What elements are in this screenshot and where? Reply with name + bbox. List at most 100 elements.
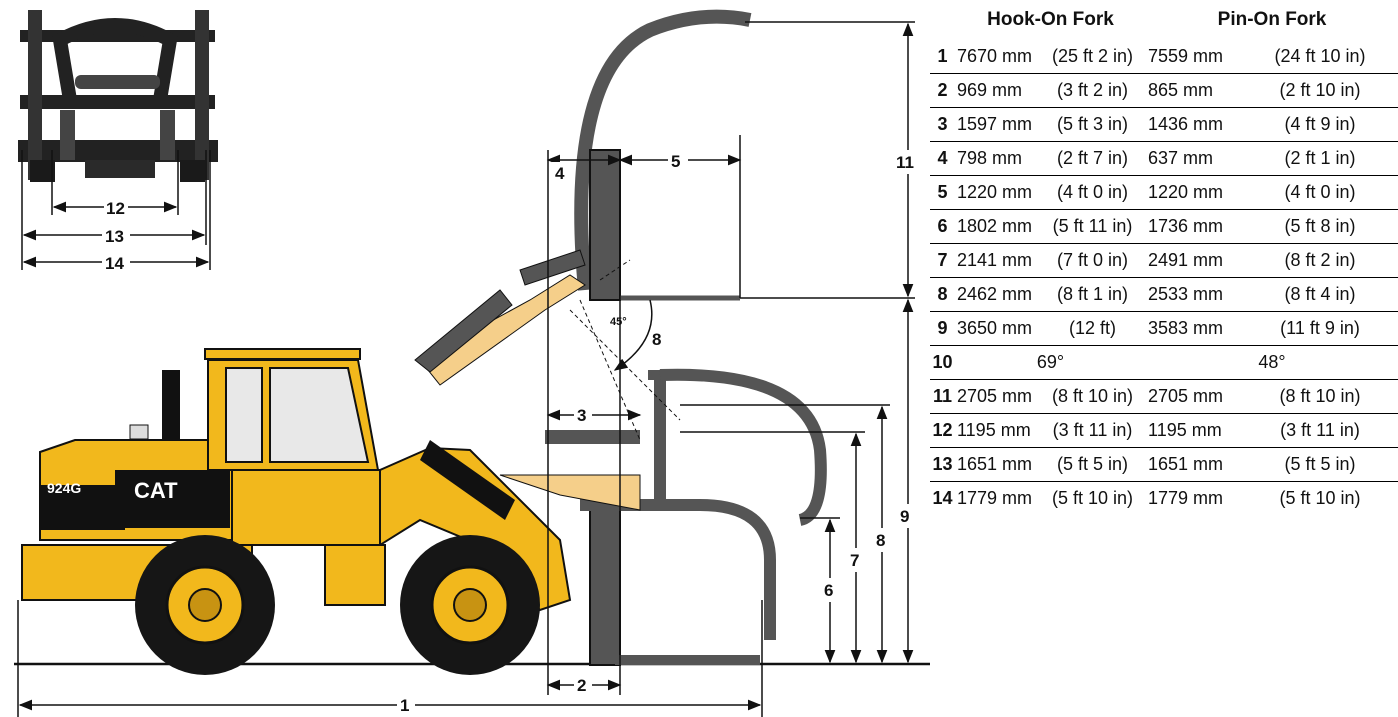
table-row: 7 2141 mm (7 ft 0 in) 2491 mm (8 ft 2 in… bbox=[930, 243, 1398, 278]
table-header-row: Hook-On Fork Pin-On Fork bbox=[930, 0, 1398, 40]
dimension-label-7: 7 bbox=[850, 551, 859, 570]
table-row: 14 1779 mm (5 ft 10 in) 1779 mm (5 ft 10… bbox=[930, 481, 1398, 515]
hook-mm: 7670 mm bbox=[957, 46, 1033, 66]
hook-ft: (8 ft 10 in) bbox=[1039, 379, 1147, 414]
pin-mm: 1195 mm bbox=[1146, 413, 1243, 448]
hook-mm: 2462 mm bbox=[955, 277, 1039, 312]
table-row: 11 2705 mm (8 ft 10 in) 2705 mm (8 ft 10… bbox=[930, 379, 1398, 414]
pin-mm: 7559 mm bbox=[1148, 46, 1224, 66]
hook-mm: 1651 mm bbox=[955, 447, 1039, 482]
hook-ft: (5 ft 11 in) bbox=[1039, 209, 1147, 244]
dimension-label-9: 9 bbox=[900, 507, 909, 526]
pin-ft: (2 ft 1 in) bbox=[1242, 141, 1398, 176]
hook-mm: 2141 mm bbox=[955, 243, 1039, 278]
table-row: 5 1220 mm (4 ft 0 in) 1220 mm (4 ft 0 in… bbox=[930, 175, 1398, 210]
pin-ft: (2 ft 10 in) bbox=[1242, 73, 1398, 108]
pin-mm: 3583 mm bbox=[1146, 311, 1243, 346]
pin-mm: 1220 mm bbox=[1146, 175, 1243, 210]
pin-mm: 2491 mm bbox=[1146, 243, 1243, 278]
hook-ft: (12 ft) bbox=[1039, 311, 1147, 346]
table-row: 2 969 mm (3 ft 2 in) 865 mm (2 ft 10 in) bbox=[930, 73, 1398, 108]
dimension-label-12: 12 bbox=[106, 199, 125, 218]
hook-mm: 1802 mm bbox=[955, 209, 1039, 244]
angle-label: 45° bbox=[610, 316, 627, 328]
hook-mm: 2705 mm bbox=[955, 379, 1039, 414]
pin-ft: (5 ft 5 in) bbox=[1242, 447, 1398, 482]
pin-ft: (8 ft 10 in) bbox=[1242, 379, 1398, 414]
model-badge: 924G bbox=[47, 480, 81, 496]
row-number: 3 bbox=[930, 107, 955, 142]
spec-table-panel: Hook-On Fork Pin-On Fork 1 7670 mm (25 f… bbox=[930, 0, 1398, 515]
dimension-label-11: 11 bbox=[896, 153, 914, 172]
spec-table: Hook-On Fork Pin-On Fork 1 7670 mm (25 f… bbox=[930, 0, 1398, 515]
row-number: 11 bbox=[930, 379, 955, 414]
hook-mm: 969 mm bbox=[955, 73, 1039, 108]
row-number: 7 bbox=[930, 243, 955, 278]
dimension-label-6: 6 bbox=[824, 581, 833, 600]
table-row: 9 3650 mm (12 ft) 3583 mm (11 ft 9 in) bbox=[930, 311, 1398, 346]
hook-mm: 3650 mm bbox=[955, 311, 1039, 346]
pin-ft: (4 ft 9 in) bbox=[1242, 107, 1398, 142]
hook-mm: 1195 mm bbox=[955, 413, 1039, 448]
hook-ft: (3 ft 2 in) bbox=[1039, 73, 1147, 108]
pin-angle: 48° bbox=[1146, 345, 1398, 380]
pin-mm: 865 mm bbox=[1146, 73, 1243, 108]
table-row: 12 1195 mm (3 ft 11 in) 1195 mm (3 ft 11… bbox=[930, 413, 1398, 448]
dimension-label-8-angle: 8 bbox=[652, 330, 661, 349]
row-number: 4 bbox=[930, 141, 955, 176]
dimension-label-13: 13 bbox=[105, 227, 124, 246]
table-row: 4 798 mm (2 ft 7 in) 637 mm (2 ft 1 in) bbox=[930, 141, 1398, 176]
row-number: 10 bbox=[930, 345, 955, 380]
hook-mm: 1779 mm bbox=[955, 481, 1039, 515]
hook-ft: (25 ft 2 in) bbox=[1051, 46, 1134, 66]
table-row: 10 69° 48° bbox=[930, 345, 1398, 380]
pin-mm: 1436 mm bbox=[1146, 107, 1243, 142]
pin-ft: (4 ft 0 in) bbox=[1242, 175, 1398, 210]
row-number: 6 bbox=[930, 209, 955, 244]
pin-ft: (3 ft 11 in) bbox=[1242, 413, 1398, 448]
header-pin-on-fork: Pin-On Fork bbox=[1217, 9, 1327, 30]
wheel-loader: 924G CAT bbox=[21, 348, 572, 675]
table-row: 1 7670 mm (25 ft 2 in) 7559 mm (24 ft 10… bbox=[930, 40, 1398, 74]
front-view bbox=[18, 10, 218, 182]
row-number: 12 bbox=[930, 413, 955, 448]
pin-ft: (24 ft 10 in) bbox=[1274, 46, 1366, 66]
brand-badge: CAT bbox=[134, 478, 178, 503]
hook-ft: (4 ft 0 in) bbox=[1039, 175, 1147, 210]
row-number: 14 bbox=[930, 481, 955, 515]
hook-ft: (5 ft 5 in) bbox=[1039, 447, 1147, 482]
hook-ft: (5 ft 3 in) bbox=[1039, 107, 1147, 142]
table-row: 13 1651 mm (5 ft 5 in) 1651 mm (5 ft 5 i… bbox=[930, 447, 1398, 482]
dimension-label-2: 2 bbox=[577, 676, 586, 695]
loader-diagram: 924G CAT bbox=[14, 9, 930, 717]
hook-mm: 1220 mm bbox=[955, 175, 1039, 210]
pin-ft: (8 ft 2 in) bbox=[1242, 243, 1398, 278]
pin-mm: 637 mm bbox=[1146, 141, 1243, 176]
hook-angle: 69° bbox=[955, 345, 1147, 380]
dimension-label-3: 3 bbox=[577, 406, 586, 425]
hook-ft: (5 ft 10 in) bbox=[1039, 481, 1147, 515]
dimension-label-5: 5 bbox=[671, 152, 680, 171]
pin-mm: 1651 mm bbox=[1146, 447, 1243, 482]
pin-ft: (11 ft 9 in) bbox=[1242, 311, 1398, 346]
row-number: 1 bbox=[937, 46, 948, 66]
pin-ft: (8 ft 4 in) bbox=[1242, 277, 1398, 312]
row-number: 8 bbox=[930, 277, 955, 312]
hook-mm: 1597 mm bbox=[955, 107, 1039, 142]
hook-ft: (3 ft 11 in) bbox=[1039, 413, 1147, 448]
header-hook-on-fork: Hook-On Fork bbox=[987, 9, 1114, 30]
hook-ft: (2 ft 7 in) bbox=[1039, 141, 1147, 176]
row-number: 2 bbox=[930, 73, 955, 108]
hook-ft: (7 ft 0 in) bbox=[1039, 243, 1147, 278]
dimension-label-8: 8 bbox=[876, 531, 885, 550]
dimension-label-4: 4 bbox=[555, 164, 565, 183]
pin-mm: 1779 mm bbox=[1146, 481, 1243, 515]
hook-ft: (8 ft 1 in) bbox=[1039, 277, 1147, 312]
row-number: 13 bbox=[930, 447, 955, 482]
grapple-fork-lowered bbox=[499, 368, 827, 666]
table-row: 8 2462 mm (8 ft 1 in) 2533 mm (8 ft 4 in… bbox=[930, 277, 1398, 312]
pin-mm: 2533 mm bbox=[1146, 277, 1243, 312]
table-row: 3 1597 mm (5 ft 3 in) 1436 mm (4 ft 9 in… bbox=[930, 107, 1398, 142]
pin-ft: (5 ft 10 in) bbox=[1242, 481, 1398, 515]
pin-mm: 2705 mm bbox=[1146, 379, 1243, 414]
